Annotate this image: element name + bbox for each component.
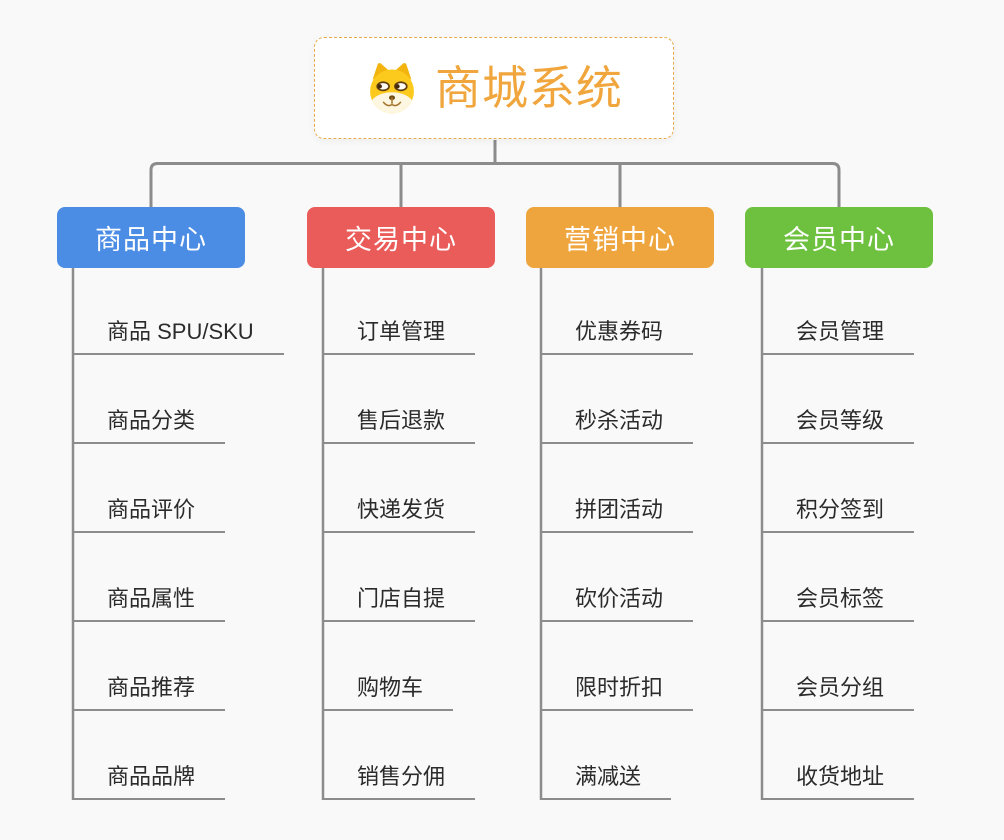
- mindmap-leaf[interactable]: 积分签到: [762, 495, 915, 533]
- mindmap-leaf[interactable]: 优惠券码: [541, 317, 694, 355]
- branch-node-product-center[interactable]: 商品中心: [57, 207, 245, 268]
- mindmap-leaf[interactable]: 会员等级: [762, 406, 915, 444]
- mindmap-leaf[interactable]: 会员标签: [762, 584, 915, 622]
- mindmap-leaf[interactable]: 商品品牌: [73, 762, 226, 800]
- mindmap-leaf[interactable]: 收货地址: [762, 762, 915, 800]
- mindmap-leaf[interactable]: 售后退款: [323, 406, 476, 444]
- mindmap-leaf[interactable]: 拼团活动: [541, 495, 694, 533]
- dog-face-icon: [370, 62, 414, 114]
- mindmap-leaf[interactable]: 满减送: [541, 762, 672, 800]
- mindmap-leaf[interactable]: 销售分佣: [323, 762, 476, 800]
- mindmap-leaf[interactable]: 商品分类: [73, 406, 226, 444]
- connector-line: [149, 162, 841, 207]
- mindmap-leaf[interactable]: 商品属性: [73, 584, 226, 622]
- branch-node-member-center[interactable]: 会员中心: [745, 207, 933, 268]
- root-title: 商城系统: [435, 62, 623, 114]
- branch-node-marketing-center[interactable]: 营销中心: [526, 207, 714, 268]
- mindmap-leaf[interactable]: 购物车: [323, 673, 454, 711]
- mindmap-leaf[interactable]: 商品推荐: [73, 673, 226, 711]
- mindmap-leaf[interactable]: 秒杀活动: [541, 406, 694, 444]
- branch-node-trade-center[interactable]: 交易中心: [307, 207, 495, 268]
- mindmap-leaf[interactable]: 限时折扣: [541, 673, 694, 711]
- mindmap-leaf[interactable]: 会员管理: [762, 317, 915, 355]
- mindmap-leaf[interactable]: 订单管理: [323, 317, 476, 355]
- mindmap-leaf[interactable]: 商品评价: [73, 495, 226, 533]
- mindmap-leaf[interactable]: 商品 SPU/SKU: [73, 317, 284, 355]
- mindmap-leaf[interactable]: 砍价活动: [541, 584, 694, 622]
- mindmap-leaf[interactable]: 会员分组: [762, 673, 915, 711]
- mindmap-leaf[interactable]: 门店自提: [323, 584, 476, 622]
- mindmap-leaf[interactable]: 快递发货: [323, 495, 476, 533]
- root-node[interactable]: 商城系统: [314, 37, 674, 139]
